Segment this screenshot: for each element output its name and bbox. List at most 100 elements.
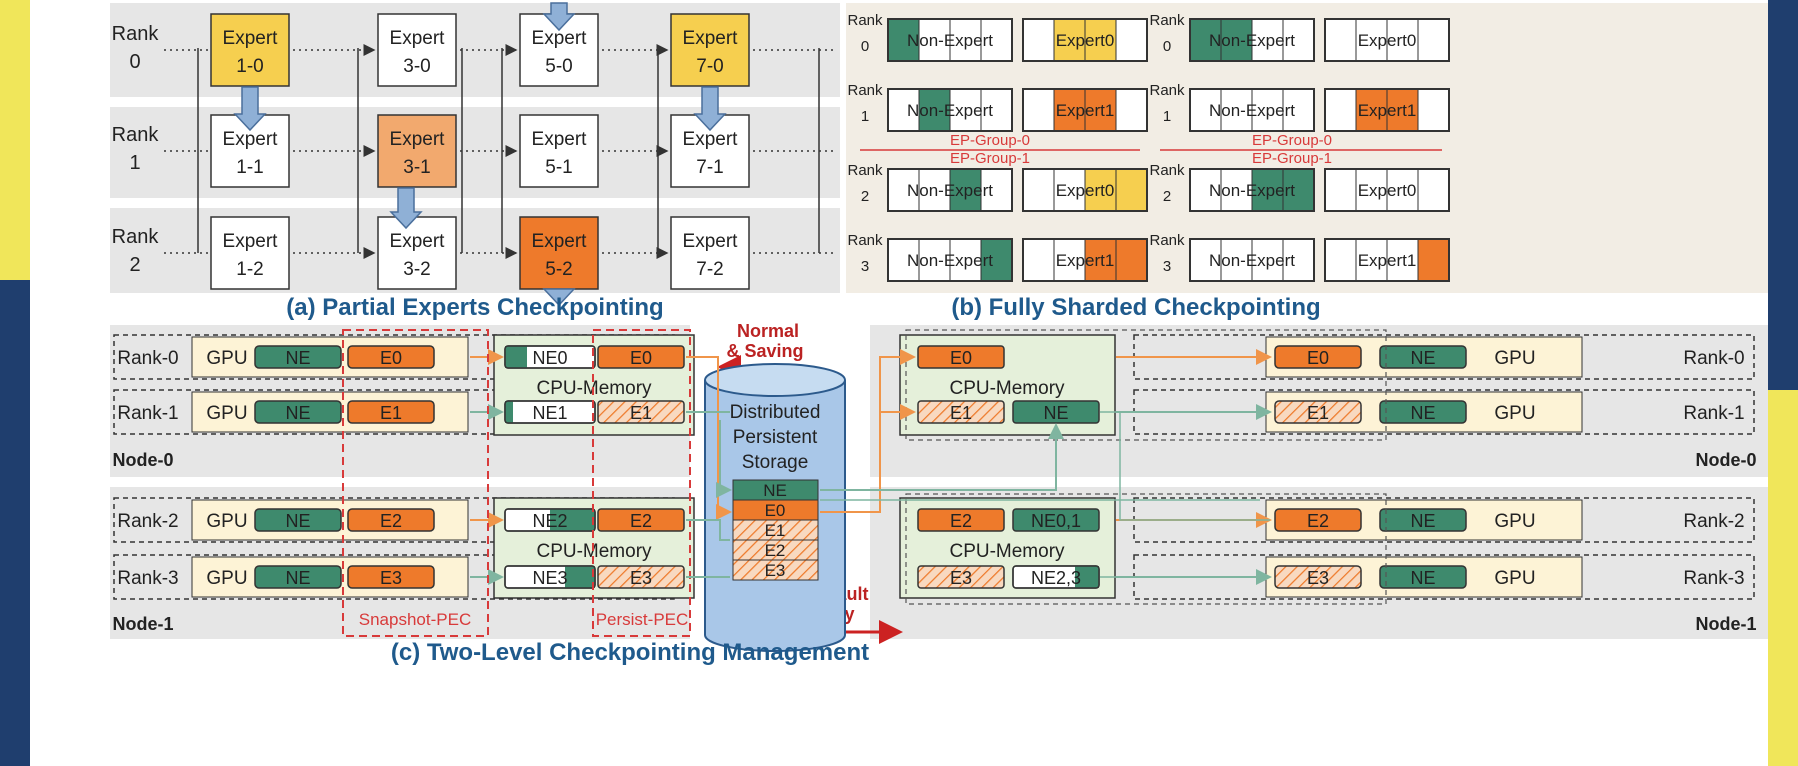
gpu-right-label: GPU (1494, 403, 1535, 424)
snapshot-pec-label: Snapshot-PEC (359, 610, 471, 629)
rank-label-a: Rank (112, 23, 160, 45)
cpu-right-expert-chip (917, 508, 1005, 532)
cpu-ne-label: NE1 (532, 403, 567, 423)
rank-num-b: 1 (1163, 108, 1171, 125)
arrow-down-icon (389, 187, 423, 230)
node1-rank-outline (905, 493, 1387, 605)
expert-cell (1355, 88, 1388, 132)
cpu-ne-outline (504, 400, 596, 424)
cpu-right-ne-fill (1075, 566, 1099, 588)
ep-group-1-label: EP-Group-1 (950, 150, 1030, 167)
rank-num-b: 3 (861, 258, 869, 275)
cpu-expert-label: E2 (630, 511, 652, 531)
ne-right-label: NE (1410, 348, 1435, 368)
non-expert-cell (1220, 168, 1253, 212)
expert-cell (1053, 168, 1086, 212)
expert-box (670, 216, 750, 290)
rank-num-a: 2 (129, 254, 140, 276)
cpu-expert-chip (597, 508, 685, 532)
ne-chip-right (1379, 565, 1467, 589)
cpu-expert-chip (597, 565, 685, 589)
expert-word: Expert (683, 129, 739, 150)
to-storage-line (686, 356, 732, 520)
non-expert-cell (1251, 168, 1284, 212)
rank-word-b: Rank (1149, 162, 1185, 179)
expert-id: 1-1 (236, 157, 263, 178)
expert-cell (1324, 238, 1357, 282)
expert-cell (1084, 238, 1117, 282)
non-expert-bar (887, 238, 1013, 282)
rank-word-b: Rank (1149, 232, 1185, 249)
ne-label: NE (285, 348, 310, 368)
cpu-expert-label: E1 (630, 403, 652, 423)
non-expert-cell (949, 18, 982, 62)
expert-box (519, 114, 599, 188)
node0-label: Node-0 (112, 450, 173, 470)
ne-chip (254, 345, 342, 369)
non-expert-bar (1189, 18, 1315, 62)
expert-label: Expert0 (1358, 181, 1417, 200)
expert-cell (1417, 238, 1450, 282)
ne-chip (254, 400, 342, 424)
node1-label-right: Node-1 (1695, 614, 1756, 634)
rank-word-b: Rank (847, 82, 883, 99)
non-expert-cell (1251, 88, 1284, 132)
expert-cell (1324, 18, 1357, 62)
cpu-ne-fill (505, 346, 527, 368)
expert-cell (1022, 88, 1055, 132)
expert-label: Expert0 (1358, 31, 1417, 50)
rank-dashed-box (113, 497, 675, 543)
expert-box (210, 216, 290, 290)
expert-label: Expert0 (1056, 31, 1115, 50)
expert-cell (1022, 238, 1055, 282)
non-expert-label: Non-Expert (907, 101, 993, 120)
cpu-memory-right-label: CPU-Memory (949, 541, 1065, 562)
cpu-right-ne-label: NE0,1 (1031, 511, 1081, 531)
expert-cell (1386, 168, 1419, 212)
panel-a-caption: (a) Partial Experts Checkpointing (286, 294, 663, 321)
expert-id: 5-0 (545, 56, 572, 77)
expert-box (210, 13, 290, 87)
ep-group-0-label: EP-Group-0 (950, 132, 1030, 149)
expert-box (519, 216, 599, 290)
rank-label-c: Rank-2 (117, 511, 178, 532)
expert-word: Expert (683, 28, 739, 49)
non-expert-label: Non-Expert (1209, 101, 1295, 120)
cpu-ne-fill (505, 401, 513, 423)
expert-id: 3-1 (403, 157, 430, 178)
rank-label-right: Rank-0 (1683, 348, 1744, 369)
frame-right-yellow (1768, 390, 1798, 766)
storage-label: Persistent (733, 427, 818, 448)
cpu-expert-chip (597, 345, 685, 369)
cpu-expert-chip (597, 400, 685, 424)
to-storage-line (716, 420, 732, 498)
persist-pec-label: Persist-PEC (596, 610, 689, 629)
rank-dashed-box (113, 554, 675, 600)
rank-num-a: 1 (129, 152, 140, 174)
rank-num-a: 0 (129, 51, 140, 73)
cpu-to-gpu-arrow (1100, 411, 1270, 521)
expert-word: Expert (390, 129, 446, 150)
expert-id: 3-0 (403, 56, 430, 77)
cpu-memory-label: CPU-Memory (536, 378, 652, 399)
expert-bar (1324, 88, 1450, 132)
cpu-ne-label: NE0 (532, 348, 567, 368)
cpu-memory-right-label: CPU-Memory (949, 378, 1065, 399)
rank-num-b: 1 (861, 108, 869, 125)
cpu-right-expert-chip (917, 565, 1005, 589)
non-expert-bar (887, 88, 1013, 132)
non-expert-label: Non-Expert (907, 181, 993, 200)
arrow-down-icon (542, 288, 576, 307)
arrow-down-icon (542, 2, 576, 32)
expert-label: Expert0 (1056, 181, 1115, 200)
node1-label: Node-1 (112, 614, 173, 634)
expert-cell (1022, 18, 1055, 62)
non-expert-bar (1189, 168, 1315, 212)
cpu-right-expert-label: E2 (950, 511, 972, 531)
gpu-label: GPU (206, 511, 247, 532)
expert-chip-right (1274, 565, 1362, 589)
non-expert-cell (918, 18, 951, 62)
cpu-right-expert-label: E3 (950, 568, 972, 588)
expert-word: Expert (390, 231, 446, 252)
cpu-right-ne-chip (1012, 508, 1100, 532)
